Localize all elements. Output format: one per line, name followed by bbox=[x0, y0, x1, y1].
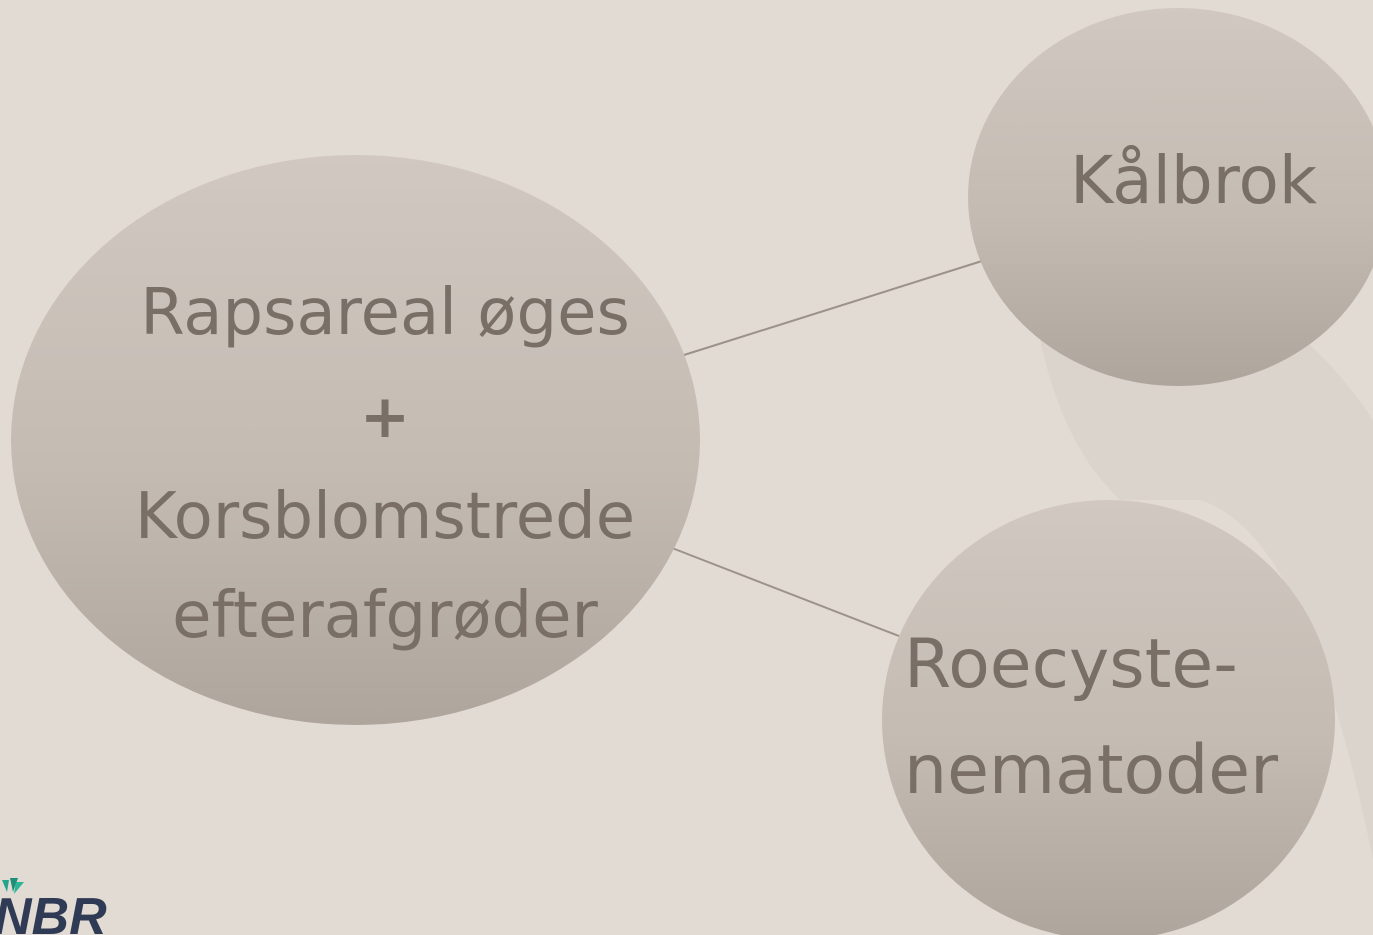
logo-text: NBR bbox=[0, 888, 107, 935]
top-node-ellipse bbox=[968, 8, 1373, 386]
connector-main-to-bottom bbox=[671, 547, 900, 637]
top-node-label: Kålbrok bbox=[1070, 142, 1318, 219]
main-node-ellipse bbox=[11, 155, 700, 725]
bottom-node-ellipse bbox=[882, 500, 1335, 935]
bottom-node-line-2: nematoder bbox=[904, 731, 1279, 810]
main-node-plus: + bbox=[359, 382, 411, 452]
logo-accent-icon bbox=[2, 878, 24, 894]
main-node-line-2: Korsblomstrede bbox=[134, 480, 636, 554]
main-node-line-1: Rapsareal øges bbox=[140, 276, 630, 350]
bottom-node-line-1: Roecyste- bbox=[904, 625, 1238, 704]
nbr-logo: NBR bbox=[0, 878, 107, 935]
main-node-line-3: efterafgrøder bbox=[172, 579, 598, 653]
connector-main-to-top bbox=[683, 260, 983, 356]
